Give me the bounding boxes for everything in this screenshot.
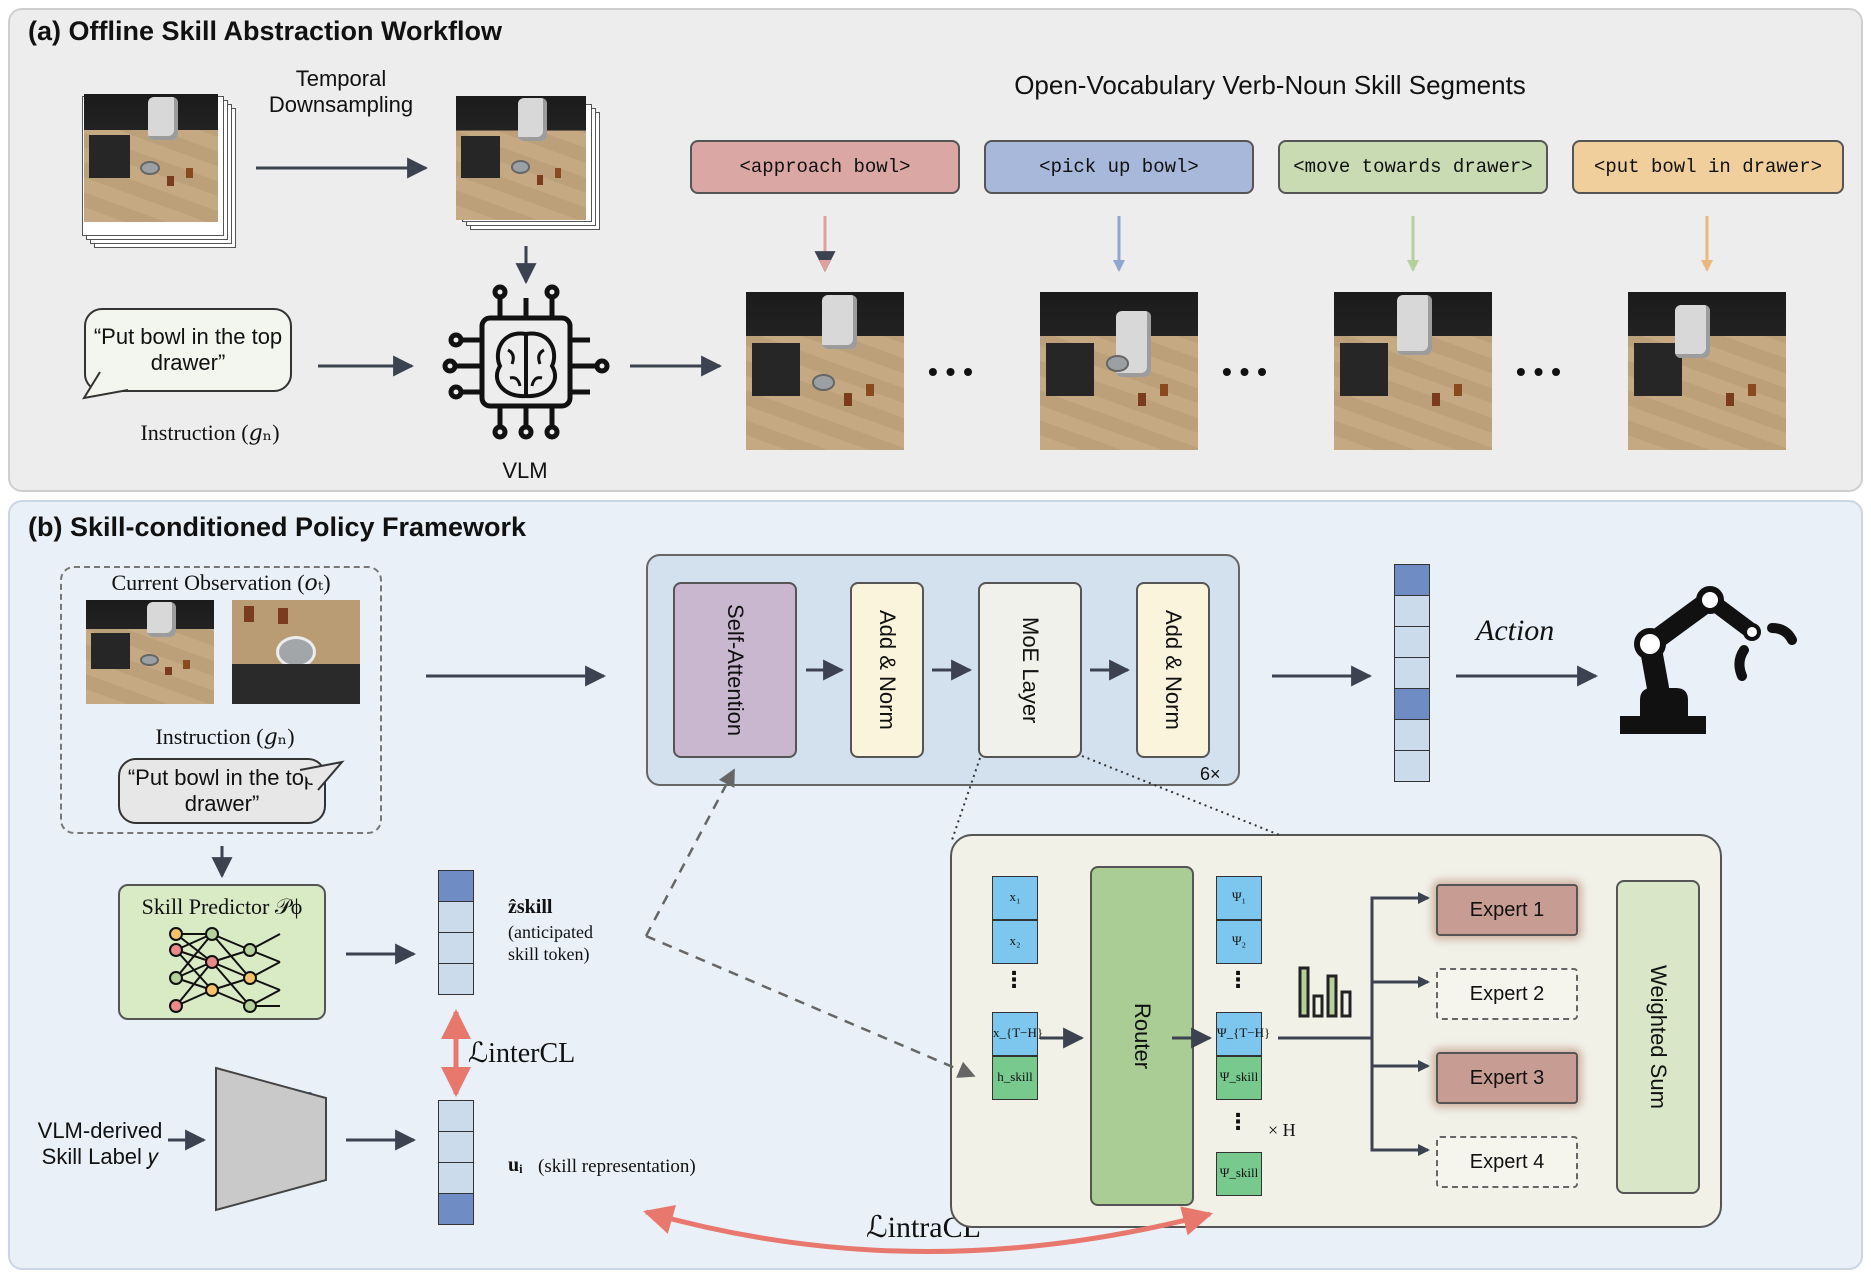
token-psi2: Ψ₂ <box>1231 933 1247 948</box>
router-block: Router <box>1090 866 1194 1206</box>
psi-token-ellipsis-2: ⋮ <box>1227 1109 1249 1134</box>
input-token-ellipsis: ⋮ <box>1003 967 1025 992</box>
raw-frame-image <box>84 94 218 222</box>
add-norm-block-2: Add & Norm <box>1136 582 1210 758</box>
token-psi-skill-h: Ψ_skill <box>1219 1165 1259 1180</box>
expert-4: Expert 4 <box>1436 1136 1578 1188</box>
segments-title: Open-Vocabulary Verb-Noun Skill Segments <box>1014 70 1526 100</box>
skill-tag-move-towards-drawer: <move towards drawer> <box>1278 140 1548 194</box>
token-x1: x₁ <box>1009 889 1021 904</box>
expert-1: Expert 1 <box>1436 884 1578 936</box>
expert-3: Expert 3 <box>1436 1052 1578 1104</box>
token-psi-skill: Ψ_skill <box>1219 1069 1259 1084</box>
segment-frame-1 <box>746 292 904 450</box>
segment-frame-4 <box>1628 292 1786 450</box>
ellipsis-2: • • • <box>1222 356 1267 387</box>
segment-frame-3 <box>1334 292 1492 450</box>
vlm-label: VLM <box>502 458 548 483</box>
instruction-label-b: Instruction (𝑔ₙ) <box>155 724 295 749</box>
skill-predictor-label: Skill Predictor 𝒫ϕ <box>141 894 303 919</box>
self-attention-block: Self-Attention <box>673 582 797 758</box>
segment-frame-2 <box>1040 292 1198 450</box>
wrist-camera-image <box>232 600 360 704</box>
vlm-skill-label: VLM-derived Skill Label 𝑦 <box>37 1118 163 1170</box>
skill-tag-put-bowl-in-drawer: <put bowl in drawer> <box>1572 140 1844 194</box>
panel-b-title: (b) Skill-conditioned Policy Framework <box>28 512 527 542</box>
moe-layer-block: MoE Layer <box>978 582 1082 758</box>
expert-2: Expert 2 <box>1436 968 1578 1020</box>
agentview-image <box>86 600 214 704</box>
token-x2: x₂ <box>1009 933 1021 948</box>
downsampled-frame-image <box>456 96 586 220</box>
instruction-label-a: Instruction (𝑔ₙ) <box>140 420 280 445</box>
instruction-bubble-b: “Put bowl in the top drawer” <box>118 758 326 824</box>
u-symbol: uᵢ <box>508 1154 523 1176</box>
panel-offline-skill-abstraction <box>8 8 1863 492</box>
u-desc: (skill representation) <box>538 1156 696 1177</box>
add-norm-block-1: Add & Norm <box>850 582 924 758</box>
panel-a-title: (a) Offline Skill Abstraction Workflow <box>28 16 503 46</box>
token-psi-t-h: Ψ_{T−H} <box>1217 1025 1271 1040</box>
instruction-bubble-a: “Put bowl in the top drawer” <box>84 308 292 392</box>
ellipsis-1: • • • <box>928 356 973 387</box>
token-h-skill: h_skill <box>997 1069 1033 1084</box>
ellipsis-3: • • • <box>1516 356 1561 387</box>
text-encoder-label: Text Encoder <box>233 1119 313 1168</box>
token-psi1: Ψ₁ <box>1231 889 1247 904</box>
action-label: Action <box>1476 614 1555 647</box>
skill-tag-pick-up-bowl: <pick up bowl> <box>984 140 1254 194</box>
inter-loss-label: ℒinterCL <box>468 1038 576 1069</box>
token-x-t-h: x_{T−H} <box>993 1025 1044 1040</box>
z-skill-symbol: ẑskill <box>508 896 553 918</box>
times-h-label: × H <box>1268 1120 1296 1140</box>
downsampling-label: Temporal Downsampling <box>268 66 414 118</box>
repeat-label: 6× <box>1200 764 1221 784</box>
observation-label: Current Observation (𝑜ₜ) <box>111 570 331 595</box>
weighted-sum-block: Weighted Sum <box>1616 880 1700 1194</box>
psi-token-ellipsis: ⋮ <box>1227 967 1249 992</box>
skill-tag-approach-bowl: <approach bowl> <box>690 140 960 194</box>
z-skill-desc: (anticipated skill token) <box>508 922 593 964</box>
moe-detail-panel <box>950 834 1722 1228</box>
observation-group <box>60 566 382 834</box>
